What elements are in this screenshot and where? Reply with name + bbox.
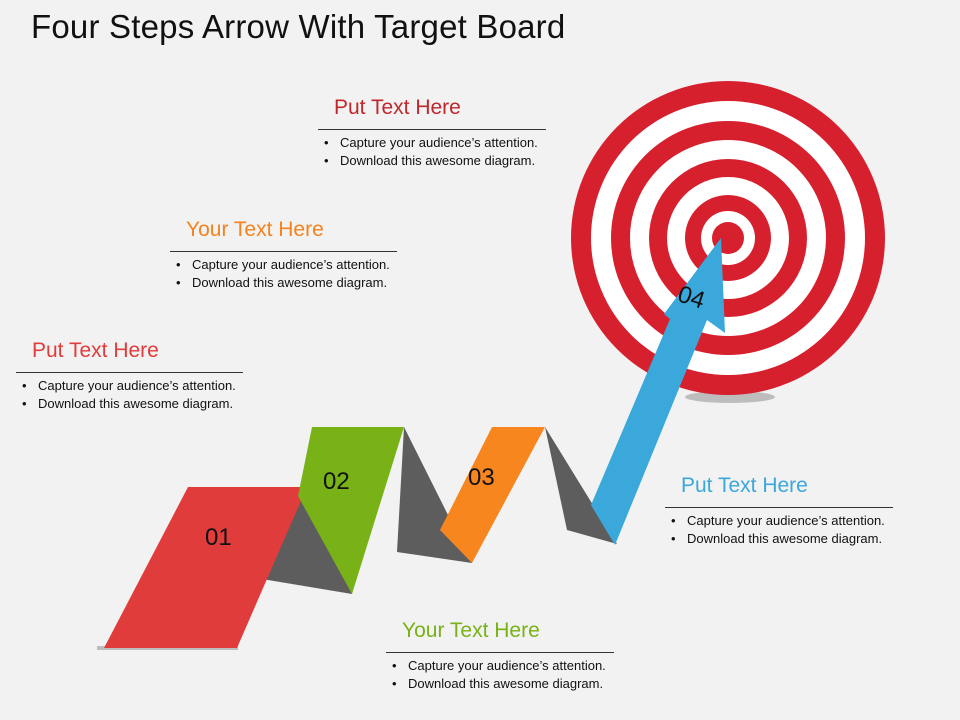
text-box-heading: Put Text Here	[681, 474, 808, 497]
divider	[386, 652, 614, 653]
bullet-list: Capture your audience’s attention. Downl…	[665, 512, 893, 548]
text-box-heading: Your Text Here	[402, 619, 540, 642]
text-box-left: Put Text Here Capture your audience’s at…	[16, 339, 243, 413]
step-label-03: 03	[468, 464, 495, 491]
bullet-list: Capture your audience’s attention. Downl…	[318, 134, 546, 170]
text-box-heading: Put Text Here	[32, 339, 159, 362]
text-box-heading: Put Text Here	[334, 96, 461, 119]
bullet-list: Capture your audience’s attention. Downl…	[170, 256, 397, 292]
text-box-right: Put Text Here Capture your audience’s at…	[665, 474, 893, 548]
zigzag-arrow	[97, 238, 725, 650]
divider	[665, 507, 893, 508]
bullet-item: Capture your audience’s attention.	[386, 657, 614, 675]
divider	[16, 372, 243, 373]
bullet-item: Capture your audience’s attention.	[665, 512, 893, 530]
bullet-item: Download this awesome diagram.	[665, 530, 893, 548]
fold-gray-1	[262, 487, 352, 594]
step-label-02: 02	[323, 468, 350, 495]
step-label-01: 01	[205, 524, 232, 551]
step-segment-01	[104, 487, 307, 648]
bullet-list: Capture your audience’s attention. Downl…	[386, 657, 614, 693]
text-box-top: Put Text Here Capture your audience’s at…	[318, 96, 546, 170]
target-shadow	[685, 391, 775, 403]
text-box-bottom: Your Text Here Capture your audience’s a…	[386, 619, 614, 693]
text-box-heading: Your Text Here	[186, 218, 324, 241]
bullet-item: Download this awesome diagram.	[16, 395, 243, 413]
slide-title: Four Steps Arrow With Target Board	[31, 8, 566, 45]
step-segment-04	[591, 238, 725, 545]
divider	[318, 129, 546, 130]
bullet-item: Download this awesome diagram.	[318, 152, 546, 170]
target-board	[571, 81, 885, 403]
bullet-list: Capture your audience’s attention. Downl…	[16, 377, 243, 413]
bullet-item: Download this awesome diagram.	[386, 675, 614, 693]
step-segment-02	[298, 427, 404, 594]
divider	[170, 251, 397, 252]
bullet-item: Capture your audience’s attention.	[170, 256, 397, 274]
bullet-item: Capture your audience’s attention.	[16, 377, 243, 395]
step-segment-03	[440, 427, 545, 563]
bullet-item: Download this awesome diagram.	[170, 274, 397, 292]
text-box-upper-left: Your Text Here Capture your audience’s a…	[170, 218, 397, 292]
bullet-item: Capture your audience’s attention.	[318, 134, 546, 152]
